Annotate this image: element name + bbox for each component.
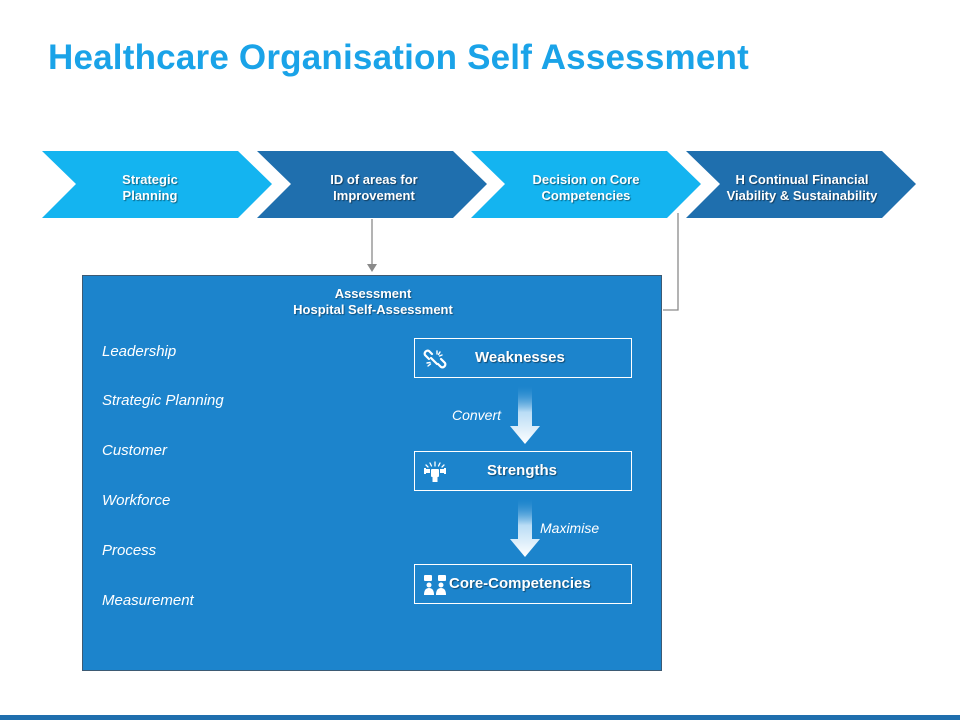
connector-arrowhead [367,264,377,272]
strengths-label: Strengths [487,462,558,479]
team-icon [424,575,446,595]
convert-arrow [510,386,540,444]
connector-step3-to-panel [663,213,679,311]
core-competencies-box: Core-Competencies [414,564,632,604]
strength-icon [424,461,446,482]
criterion-strategic-planning: Strategic Planning [102,392,224,409]
chevron-step-2 [257,151,487,218]
weaknesses-label: Weaknesses [475,349,565,366]
criterion-process: Process [102,542,157,559]
strengths-box: Strengths [414,451,632,491]
footer-bar [0,715,960,720]
broken-link-icon [423,349,447,369]
criterion-workforce: Workforce [102,492,171,509]
maximise-arrow [510,499,540,557]
core-competencies-label: Core-Competencies [449,575,591,592]
criterion-customer: Customer [102,442,168,459]
criterion-measurement: Measurement [102,592,194,609]
page-title: Healthcare Organisation Self Assessment [48,38,749,77]
chevron-step-3 [471,151,701,218]
chevron-step-1 [42,151,272,218]
chevron-step-4 [686,151,916,218]
maximise-label: Maximise [540,520,600,536]
weaknesses-box: Weaknesses [414,338,632,378]
criterion-leadership: Leadership [102,343,177,360]
convert-label: Convert [452,407,502,423]
